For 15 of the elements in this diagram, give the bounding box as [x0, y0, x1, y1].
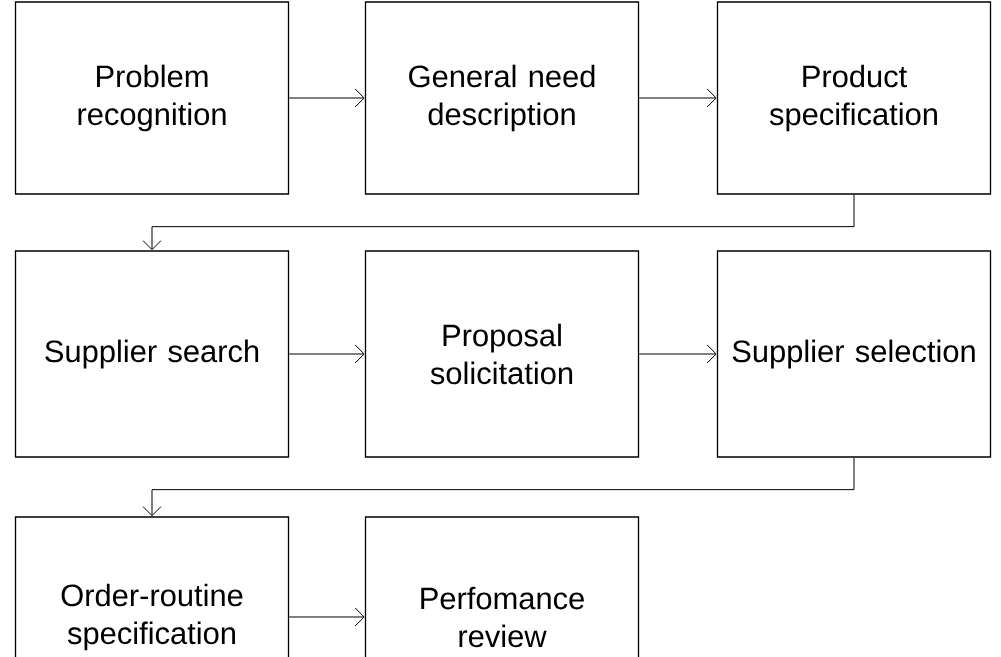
- arrow: [142, 457, 855, 517]
- arrow: [142, 194, 855, 251]
- process-box: Supplier selection: [716, 250, 992, 458]
- process-box: Product specification: [716, 1, 992, 195]
- process-box: Supplier search: [14, 250, 290, 458]
- arrow: [638, 88, 717, 108]
- process-box: Order-routine specification: [14, 516, 290, 657]
- process-box: Problem recognition: [14, 1, 290, 195]
- process-box: General need description: [364, 1, 640, 195]
- arrow: [288, 344, 365, 364]
- arrow: [638, 344, 717, 364]
- process-box: Perfomance review: [364, 516, 640, 657]
- arrow: [288, 88, 365, 108]
- process-box: Proposal solicitation: [364, 250, 640, 458]
- arrow: [288, 607, 365, 627]
